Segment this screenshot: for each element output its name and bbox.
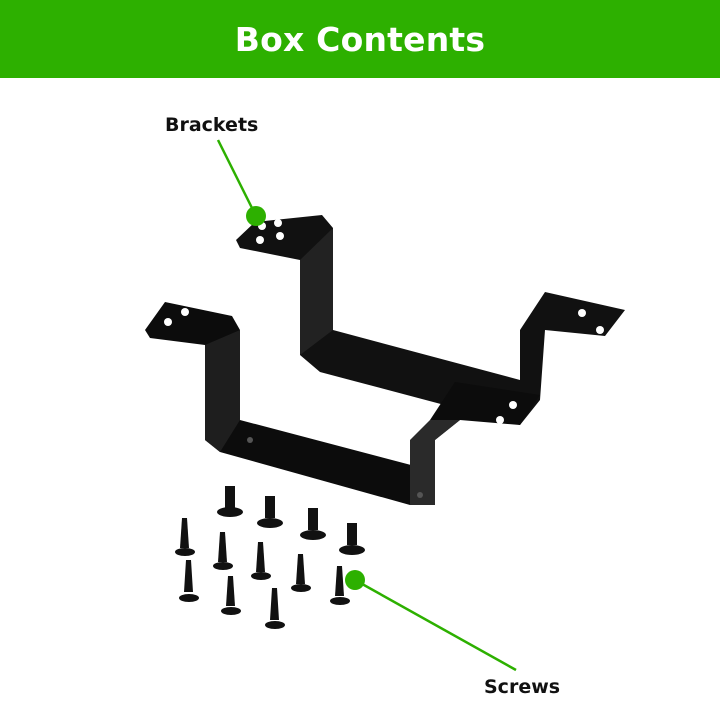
bracket-back [236,215,625,425]
brackets-label: Brackets [165,114,259,136]
screws-label: Screws [484,676,561,698]
screws-callout-dot [345,570,365,590]
screws-group [175,486,365,629]
page-title: Box Contents [234,19,486,59]
header-banner: Box Contents [0,0,720,78]
screws-callout-line [354,578,517,672]
brackets-callout-line [216,139,258,217]
bracket-front [145,302,540,505]
brackets-callout-dot [246,206,266,226]
